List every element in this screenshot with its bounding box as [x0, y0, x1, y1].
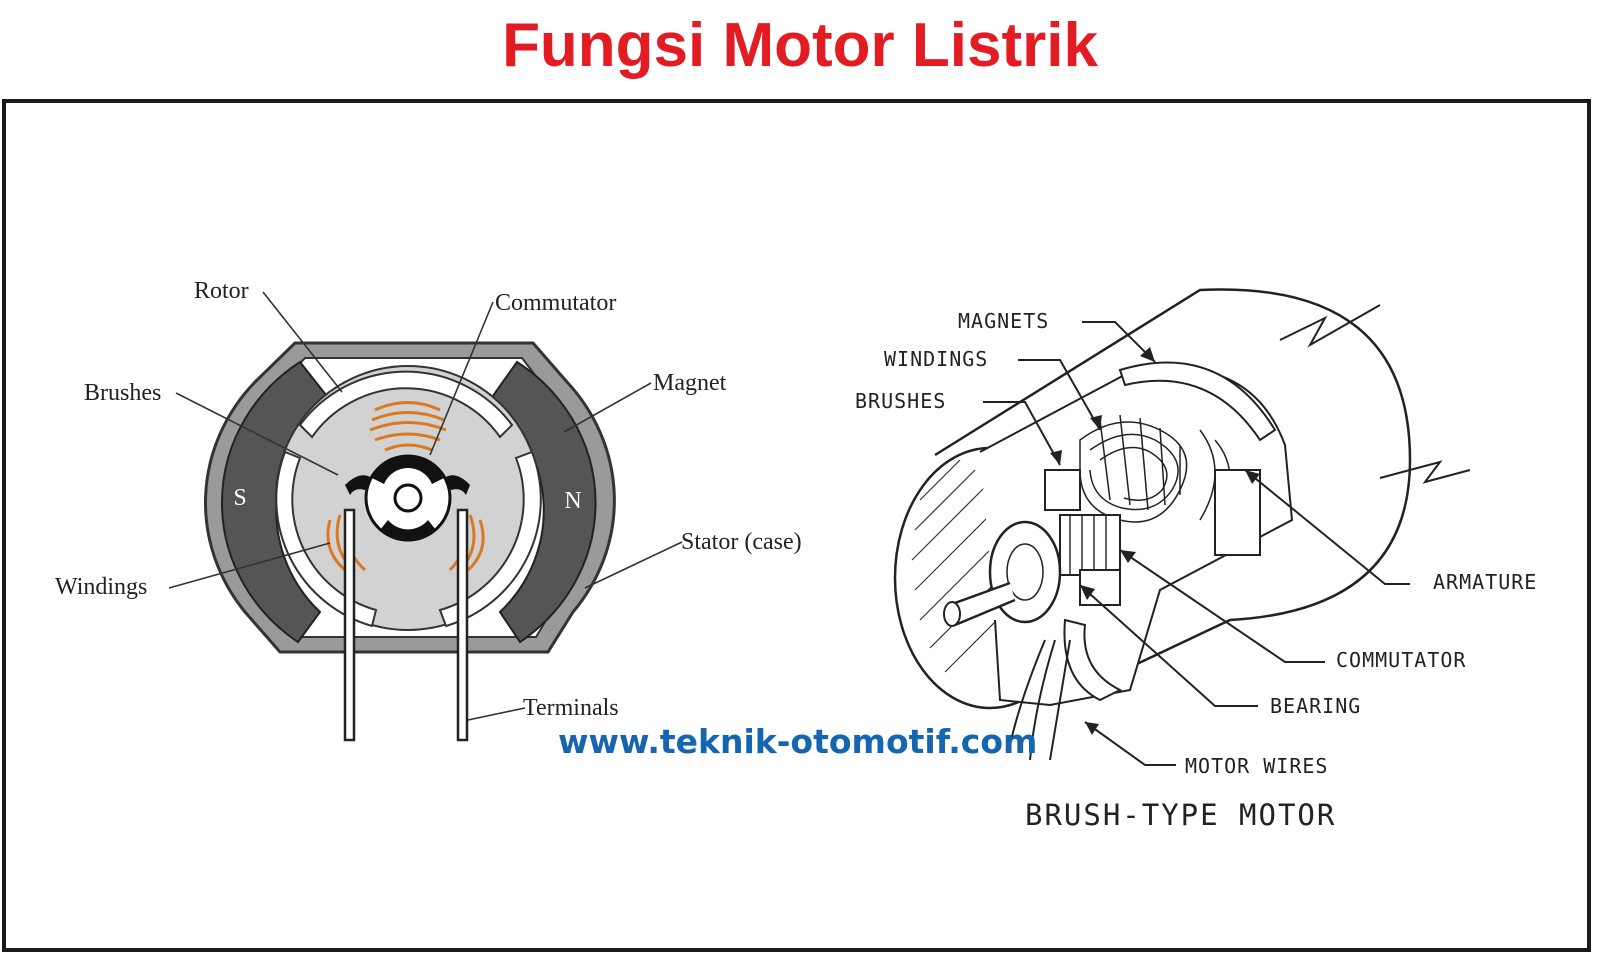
right-leader-lines — [983, 321, 1410, 766]
commutator-body — [1059, 514, 1121, 576]
end-cap-hatching — [911, 459, 1016, 673]
brush-left — [345, 475, 372, 495]
south-pole-label: S — [233, 485, 246, 511]
brush-type-motor-caption: BRUSH-TYPE MOTOR — [1025, 798, 1336, 832]
magnet-label: Magnet — [653, 370, 727, 396]
dc-motor-cross-section: S N — [55, 278, 802, 742]
bearing-inner — [1006, 543, 1044, 601]
armature-label: ARMATURE — [1433, 570, 1537, 594]
terminal-left — [343, 508, 356, 742]
brush-block-top — [1044, 469, 1081, 511]
commutator-bars — [1069, 515, 1107, 575]
north-pole-label: N — [564, 488, 581, 514]
commutator-segment-2 — [380, 520, 436, 542]
brushes-label: Brushes — [84, 380, 161, 406]
shaft-end — [943, 601, 961, 627]
terminals-label: Terminals — [523, 695, 619, 721]
rotor-pole-top — [298, 370, 514, 439]
armature-core — [1214, 469, 1261, 556]
diagram-frame — [2, 99, 1591, 952]
commutator-segment-1 — [372, 455, 444, 484]
bearing-label: BEARING — [1270, 694, 1361, 718]
commutator-label-right: COMMUTATOR — [1336, 648, 1466, 672]
rotor-pole-left — [275, 450, 378, 628]
magnet-arc-top — [1118, 361, 1277, 442]
windings-label: Windings — [55, 574, 147, 600]
motor-housing — [934, 288, 1412, 707]
left-leader-lines — [168, 291, 683, 721]
armature-windings — [1079, 414, 1231, 526]
right-leader-arrowheads — [1050, 347, 1260, 735]
terminal-right — [456, 508, 469, 742]
rotor-pole-right — [438, 450, 542, 628]
brushes-label-right: BRUSHES — [855, 389, 946, 413]
watermark-url: www.teknik-otomotif.com — [558, 722, 1038, 761]
stator-label: Stator (case) — [681, 529, 802, 555]
magnets-label: MAGNETS — [958, 309, 1049, 333]
break-line-top — [1279, 304, 1381, 348]
break-line-bottom — [1379, 460, 1471, 484]
brush-right — [444, 475, 470, 495]
brush-type-motor-cutaway: MAGNETS WINDINGS BRUSHES ARMATURE COMMUT… — [855, 288, 1537, 832]
motor-wires-label: MOTOR WIRES — [1185, 754, 1328, 778]
commutator-label: Commutator — [495, 290, 616, 316]
rotor-label: Rotor — [194, 278, 249, 304]
motor-wires-drawing — [1009, 639, 1071, 761]
shaft — [393, 483, 423, 513]
windings-label-right: WINDINGS — [884, 347, 988, 371]
page-title: Fungsi Motor Listrik — [502, 11, 1098, 80]
